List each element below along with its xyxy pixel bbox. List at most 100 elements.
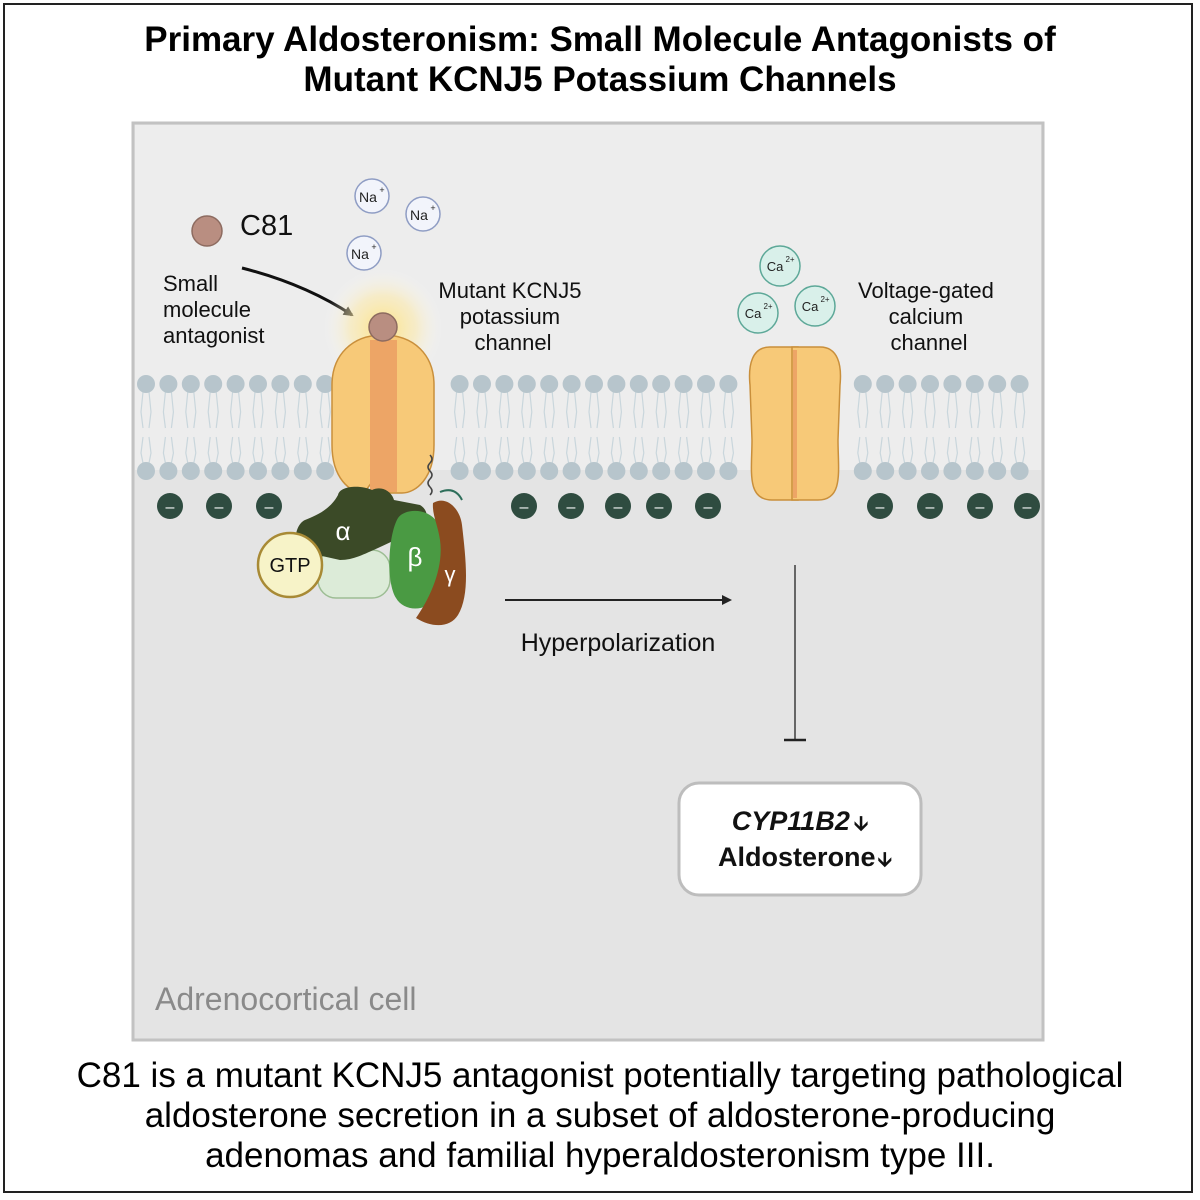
gamma-label: γ (445, 562, 456, 587)
lipid-head (607, 462, 626, 480)
kcnj5-channel: Mutant KCNJ5 potassium channel (323, 268, 581, 494)
hormone-label: Aldosterone🡫 (718, 842, 892, 872)
sodium-ion-symbol: Na (351, 246, 369, 262)
sodium-ion-symbol: Na (359, 189, 377, 205)
lipid-head (495, 462, 514, 480)
negative-charge: – (256, 493, 282, 519)
lipid-head (943, 375, 962, 393)
lipid-head (204, 462, 223, 480)
lipid-tail-pair (140, 391, 152, 464)
negative-charge-symbol: – (926, 499, 935, 516)
lipid-head (607, 375, 626, 393)
lipid-head (585, 375, 603, 393)
lipid-head (629, 462, 648, 480)
calcium-ion: Ca 2+ (794, 285, 836, 327)
lipid-head (517, 375, 536, 393)
negative-charge-symbol: – (265, 499, 274, 516)
lipid-tail-pair (498, 391, 511, 464)
lipid-head (562, 375, 581, 393)
negative-charge-symbol: – (704, 499, 713, 516)
lipid-head (674, 462, 693, 480)
lipid-head (1010, 462, 1029, 480)
figure-caption: C81 is a mutant KCNJ5 antagonist potenti… (0, 1056, 1200, 1176)
negative-charge-symbol: – (166, 499, 175, 516)
compound-label: C81 (240, 210, 293, 242)
lipid-head (876, 462, 895, 480)
g-alpha-subunit (295, 486, 427, 560)
down-arrow-icon: 🡫 (854, 813, 868, 835)
lipid-head (965, 462, 984, 480)
down-arrow-icon: 🡫 (878, 849, 892, 871)
negative-charge: – (206, 493, 232, 519)
lipid-head (585, 462, 603, 480)
lipid-tail-pair (543, 391, 555, 464)
lipid-head (697, 375, 715, 393)
lipid-tail-pair (185, 391, 197, 464)
sodium-ion: Na + (346, 235, 382, 271)
gtp-label: GTP (269, 555, 310, 577)
g-gamma-subunit (416, 500, 466, 626)
lipid-head (853, 375, 872, 393)
negative-charge: – (605, 493, 631, 519)
lipid-tail (439, 489, 463, 501)
negative-charge: – (867, 493, 893, 519)
negative-charge: – (511, 493, 537, 519)
compound-c81: C81 Small molecule antagonist (163, 210, 354, 348)
lipid-head (652, 375, 671, 393)
lipid-head (943, 462, 962, 480)
title-line-1: Primary Aldosteronism: Small Molecule An… (144, 20, 1056, 59)
negative-charge-symbol: – (976, 499, 985, 516)
output-box-frame (677, 781, 923, 897)
lipid-tail-pair (319, 391, 331, 464)
lipid-head (540, 375, 559, 393)
lipid-head (473, 462, 491, 480)
hyperpolarization: Hyperpolarization (505, 595, 732, 657)
lipid-tail-pair (901, 391, 914, 464)
lipid-head (898, 462, 917, 480)
negative-charge: – (157, 493, 183, 519)
bound-c81-molecule (368, 312, 398, 342)
lipid-tail-pair (857, 391, 869, 464)
lipid-head (517, 462, 536, 480)
alpha-label: α (335, 516, 350, 546)
lipid-tail-pair (588, 391, 600, 464)
lipid-tail-pair (162, 391, 175, 464)
hyperpolarization-label: Hyperpolarization (521, 629, 716, 657)
negative-charge-symbol: – (655, 499, 664, 516)
gtp-molecule (256, 531, 324, 599)
sodium-ion-symbol: Na (410, 207, 428, 223)
lipid-tail-pair (453, 391, 466, 464)
negative-charge: – (695, 493, 721, 519)
negative-charge-symbol: – (876, 499, 885, 516)
g-protein-complex: α β γ GTP (256, 454, 466, 626)
lipid-head (249, 375, 267, 393)
negative-charge: – (967, 493, 993, 519)
kcnj5-channel-pore (370, 340, 397, 492)
output-box: CYP11B2🡫 Aldosterone🡫 (677, 781, 923, 897)
cell-membrane (137, 375, 1029, 480)
lipid-tail-pair (297, 391, 309, 464)
negative-charge-symbol: – (215, 499, 224, 516)
caption-line-2: aldosterone secretion in a subset of ald… (144, 1096, 1056, 1135)
negative-charge-symbol: – (614, 499, 623, 516)
lipid-tail-pair (969, 391, 981, 464)
calcium-ion-symbol: Ca (767, 259, 784, 274)
lipid-head (562, 462, 581, 480)
calcium-channel-right-half (791, 346, 842, 501)
calcium-ion: Ca 2+ (737, 292, 779, 334)
lipid-tail-pair (207, 391, 219, 464)
lipid-head (988, 375, 1007, 393)
lipid-head (293, 375, 312, 393)
lipid-head (921, 375, 939, 393)
lipid-tail-pair (700, 391, 712, 464)
lipid-head (271, 375, 290, 393)
lipid-tail-pair (476, 391, 488, 464)
lipid-tail-pair (633, 391, 645, 464)
figure-frame (3, 3, 1193, 1193)
lipid-head (629, 375, 648, 393)
calcium-ions: Ca 2+ Ca 2+ Ca 2+ (737, 245, 836, 334)
calcium-ion-charge: 2+ (763, 302, 772, 311)
sodium-ion: Na + (354, 178, 390, 214)
lipid-head (226, 462, 245, 480)
